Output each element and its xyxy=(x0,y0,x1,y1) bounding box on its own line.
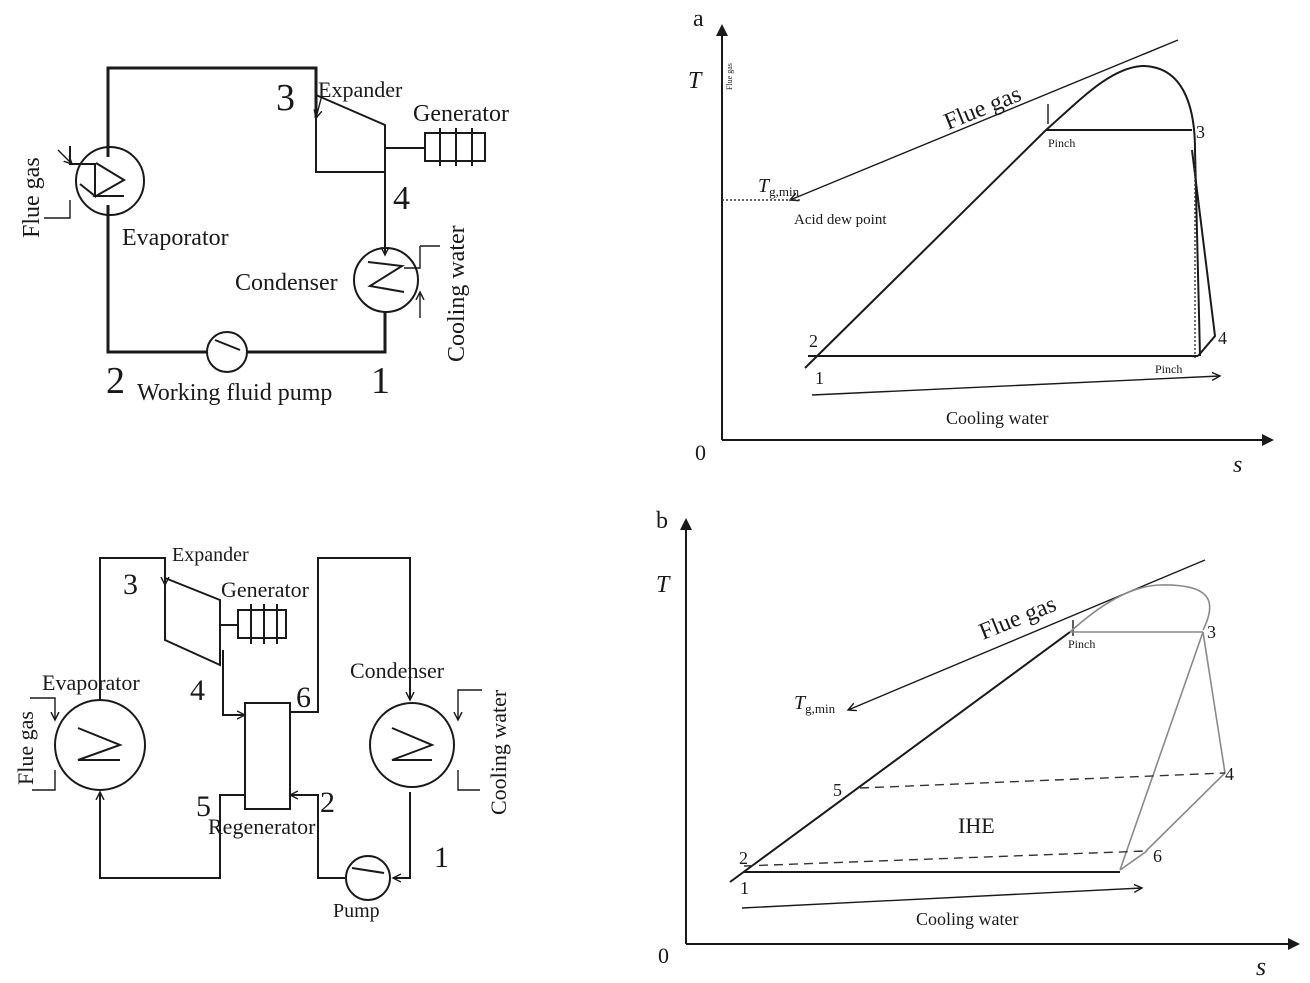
ts-b-origin: 0 xyxy=(658,943,669,968)
b-generator-label: Generator xyxy=(221,577,310,602)
generator-icon xyxy=(424,128,486,166)
b-condenser-label: Condenser xyxy=(350,658,445,683)
ts-b-x-label: s xyxy=(1256,952,1266,981)
ts-a-panel-label: a xyxy=(693,6,704,32)
ts-b-tgmin-label: Tg,min xyxy=(794,692,836,716)
ts-a-tgmin-label: Tg,min xyxy=(758,175,800,199)
ts-a-y-small-label: Flue gas xyxy=(725,63,734,90)
ts-a-node-3: 3 xyxy=(1196,122,1205,142)
ts-b-node-5: 5 xyxy=(833,780,842,800)
ts-b-ihe-label: IHE xyxy=(958,813,995,838)
condenser-icon xyxy=(353,245,440,318)
ts-a-flue-gas-line xyxy=(790,39,1179,200)
a-node-1: 1 xyxy=(371,360,390,402)
expander-b-icon xyxy=(164,576,221,667)
ts-b-node-3: 3 xyxy=(1207,622,1216,642)
ts-b-node-1: 1 xyxy=(740,878,749,898)
a-flue-gas-label: Flue gas xyxy=(19,157,45,238)
ts-b-ihe-lower xyxy=(743,850,1147,867)
ts-a-expansion-line xyxy=(1191,149,1217,357)
ts-b-flue-gas-line xyxy=(848,559,1206,710)
b-cooling-water-label: Cooling water xyxy=(486,689,511,815)
evaporator-icon xyxy=(44,146,145,219)
ts-b-cooling-water-line xyxy=(741,888,1142,909)
ts-a-x-label: s xyxy=(1233,452,1242,478)
a-generator-label: Generator xyxy=(413,101,509,127)
pipe-loop xyxy=(106,66,318,157)
b-node-5: 5 xyxy=(196,790,211,823)
pipe-left-lower xyxy=(106,205,207,354)
expander-icon xyxy=(315,93,386,173)
b-node-6: 6 xyxy=(296,681,311,714)
b-expander-label: Expander xyxy=(172,544,249,566)
orc-basic-diagram: Flue gas Evaporator 3 Expander Generator… xyxy=(19,66,509,406)
ts-a-pinch-top: Pinch xyxy=(1048,136,1075,150)
ts-a-cooling-water-line xyxy=(811,376,1220,396)
pump-b-icon xyxy=(345,855,391,901)
regenerator-icon xyxy=(244,702,291,810)
ts-b-pinch-label: Pinch xyxy=(1068,637,1095,651)
pump-icon xyxy=(206,331,248,373)
ts-a-y-label: T xyxy=(688,68,703,94)
pipe-bottom-right xyxy=(247,312,387,354)
ts-b-ihe-upper xyxy=(859,772,1226,789)
a-cooling-water-label: Cooling water xyxy=(444,225,470,362)
a-expander-label: Expander xyxy=(318,77,403,102)
a-node-2: 2 xyxy=(106,360,125,402)
ts-a-cooling-water-label: Cooling water xyxy=(946,408,1048,428)
ts-a-acid-dew-label: Acid dew point xyxy=(794,212,887,228)
ts-b-cooling-water-label: Cooling water xyxy=(916,909,1018,929)
ts-b-y-label: T xyxy=(656,572,671,598)
ts-b-node-6: 6 xyxy=(1153,846,1162,866)
ts-a-node-2: 2 xyxy=(809,331,818,351)
a-node-4: 4 xyxy=(393,180,410,217)
ts-diagram-b: b T s 0 Flue gas Tg,min Pinch IHE Coolin… xyxy=(656,508,1300,981)
ts-a-pinch-bottom: Pinch xyxy=(1155,362,1182,376)
generator-b-icon xyxy=(237,604,287,644)
b-node-1: 1 xyxy=(434,841,449,874)
ts-b-node-4: 4 xyxy=(1225,764,1234,784)
ts-a-flue-gas-label: Flue gas xyxy=(941,81,1026,135)
ts-a-dome xyxy=(804,64,1201,369)
a-node-3: 3 xyxy=(276,77,295,119)
ts-b-flue-gas-label: Flue gas xyxy=(976,591,1061,645)
ts-diagram-a: a T Flue gas s 0 Flue gas Tg,min Acid de… xyxy=(688,6,1274,478)
ts-b-panel-label: b xyxy=(656,508,668,534)
ts-b-node-2: 2 xyxy=(739,848,748,868)
orc-regenerative-diagram: Evaporator Flue gas 3 Expander Generator… xyxy=(13,544,511,922)
a-pump-label: Working fluid pump xyxy=(137,380,332,406)
b-pump-label: Pump xyxy=(333,900,380,922)
ts-a-node-1: 1 xyxy=(815,368,824,388)
b-evaporator-label: Evaporator xyxy=(42,670,140,695)
evaporator-b-icon xyxy=(30,697,146,791)
ts-b-heating-line xyxy=(729,631,1071,883)
b-flue-gas-label: Flue gas xyxy=(13,711,38,785)
ts-a-origin: 0 xyxy=(695,440,706,465)
ts-b-dome xyxy=(1069,584,1211,633)
b-node-3: 3 xyxy=(123,568,138,601)
a-condenser-label: Condenser xyxy=(235,270,338,296)
b-node-2: 2 xyxy=(320,786,335,819)
b-regenerator-label: Regenerator xyxy=(208,814,316,839)
b-node-4: 4 xyxy=(190,674,205,707)
ts-a-node-4: 4 xyxy=(1218,328,1227,348)
condenser-b-icon xyxy=(369,689,482,791)
a-evaporator-label: Evaporator xyxy=(122,225,229,251)
